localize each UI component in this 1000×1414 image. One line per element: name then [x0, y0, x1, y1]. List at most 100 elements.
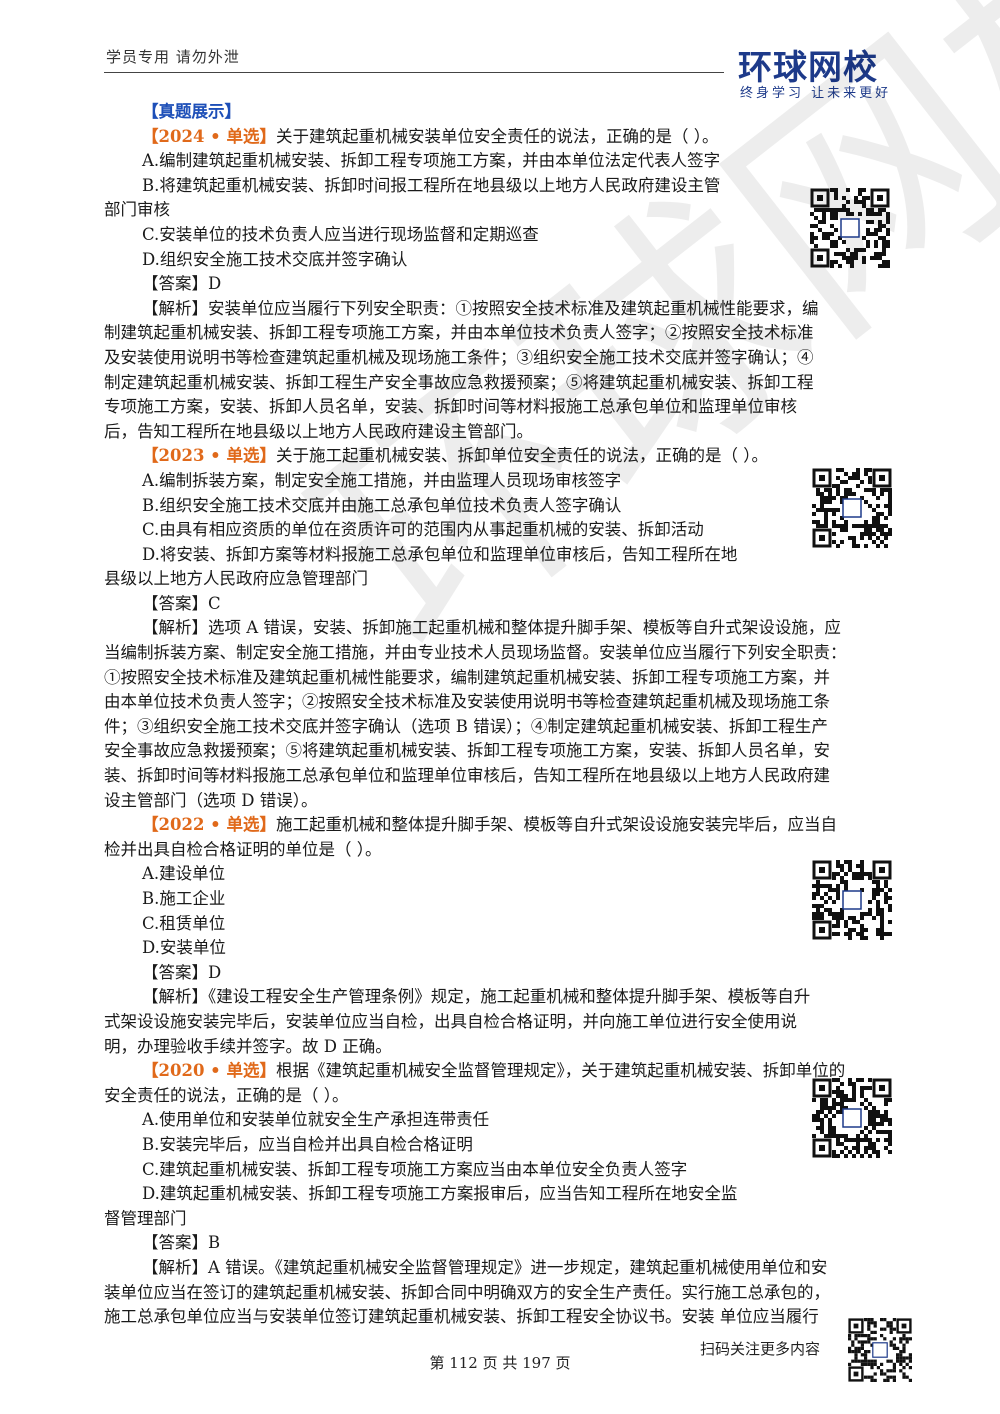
text-line: 装、拆卸时间等材料报施工总承包单位和监理单位审核后，告知工程所在地县级以上地方人…	[104, 764, 916, 789]
line-text: D.将安装、拆卸方案等材料报施工总承包单位和监理单位审核后，告知工程所在地	[142, 544, 738, 564]
line-text: D.建筑起重机械安装、拆卸工程专项施工方案报审后，应当告知工程所在地安全监	[142, 1184, 738, 1204]
line-text: 专项施工方案，安装、拆卸人员名单，安装、拆卸时间等材料报施工总承包单位和监理单位…	[104, 397, 797, 417]
text-line: B.安装完毕后，应当自检并出具自检合格证明	[104, 1133, 916, 1158]
qr-code-icon[interactable]	[848, 1318, 912, 1382]
line-text: B.安装完毕后，应当自检并出具自检合格证明	[142, 1134, 473, 1154]
question-stem: 【2022 • 单选】施工起重机械和整体提升脚手架、模板等自升式架设设施安装完毕…	[104, 813, 916, 838]
text-line: 【解析】《建设工程安全生产管理条例》规定，施工起重机械和整体提升脚手架、模板等自…	[104, 985, 916, 1010]
line-text: C.由具有相应资质的单位在资质许可的范围内从事起重机械的安装、拆卸活动	[142, 520, 704, 540]
line-text: 设主管部门（选项 D 错误）。	[104, 790, 318, 810]
header-notice: 学员专用 请勿外泄	[106, 48, 240, 66]
text-line: A.建设单位	[104, 862, 916, 887]
question-lines: 【2024 • 单选】关于建筑起重机械安装单位安全责任的说法，正确的是（ ）。A…	[104, 125, 916, 1330]
question-stem: 【2023 • 单选】关于施工起重机械安装、拆卸单位安全责任的说法，正确的是（ …	[104, 444, 916, 469]
line-text: 督管理部门	[104, 1208, 187, 1228]
question-stem: 【2024 • 单选】关于建筑起重机械安装单位安全责任的说法，正确的是（ ）。	[104, 125, 916, 150]
text-line: B.施工企业	[104, 887, 916, 912]
brand-logo: 环球网校 终身学习 让未来更好	[738, 40, 918, 101]
line-text: 装、拆卸时间等材料报施工总承包单位和监理单位审核后，告知工程所在地县级以上地方人…	[104, 766, 830, 786]
question-year-tag: 【2023 • 单选】	[142, 446, 276, 466]
line-text: D.安装单位	[142, 938, 226, 958]
text-line: 安全事故应急救援预案；⑤将建筑起重机械安装、拆卸工程专项施工方案，安装、拆卸人员…	[104, 739, 916, 764]
line-text: 施工总承包单位应当与安装单位签订建筑起重机械安装、拆卸工程安全协议书。安装 单位…	[104, 1307, 819, 1327]
text-line: D.组织安全施工技术交底并签字确认	[104, 248, 916, 273]
line-text: 当编制拆装方案、制定安全施工措施，并由专业技术人员现场监督。安装单位应当履行下列…	[104, 643, 847, 663]
text-line: 施工总承包单位应当与安装单位签订建筑起重机械安装、拆卸工程安全协议书。安装 单位…	[104, 1305, 916, 1330]
text-line: D.建筑起重机械安装、拆卸工程专项施工方案报审后，应当告知工程所在地安全监	[104, 1182, 916, 1207]
qr-code-icon[interactable]	[812, 1078, 892, 1158]
qr-code-icon[interactable]	[812, 468, 892, 548]
line-text: 【答案】C	[142, 593, 221, 613]
header-divider	[104, 72, 724, 73]
text-line: 专项施工方案，安装、拆卸人员名单，安装、拆卸时间等材料报施工总承包单位和监理单位…	[104, 395, 916, 420]
text-line: 制定建筑起重机械安装、拆卸工程生产安全事故应急救援预案；⑤将建筑起重机械安装、拆…	[104, 371, 916, 396]
line-text: 明，办理验收手续并签字。故 D 正确。	[104, 1036, 392, 1056]
line-text: C.建筑起重机械安装、拆卸工程专项施工方案应当由本单位安全负责人签字	[142, 1159, 688, 1179]
line-text: 由本单位技术负责人签字；②按照安全技术标准及安装使用说明书等检查建筑起重机械及现…	[104, 692, 830, 712]
line-text: A.建设单位	[142, 864, 226, 884]
text-line: D.将安装、拆卸方案等材料报施工总承包单位和监理单位审核后，告知工程所在地	[104, 543, 916, 568]
question-year-tag: 【2024 • 单选】	[142, 126, 276, 146]
text-line: ①按照安全技术标准及建筑起重机械性能要求，编制建筑起重机械安装、拆卸工程专项施工…	[104, 666, 916, 691]
page-header: 学员专用 请勿外泄 环球网校 终身学习 让未来更好	[0, 0, 1000, 110]
text-line: C.安装单位的技术负责人应当进行现场监督和定期巡查	[104, 223, 916, 248]
text-line: 【解析】A 错误。《建筑起重机械安全监督管理规定》进一步规定，建筑起重机械使用单…	[104, 1256, 916, 1281]
line-text: C.安装单位的技术负责人应当进行现场监督和定期巡查	[142, 224, 539, 244]
line-text: 根据《建筑起重机械安全监督管理规定》，关于建筑起重机械安装、拆卸单位的	[275, 1061, 846, 1081]
text-line: C.建筑起重机械安装、拆卸工程专项施工方案应当由本单位安全负责人签字	[104, 1158, 916, 1183]
text-line: B.将建筑起重机械安装、拆卸时间报工程所在地县级以上地方人民政府建设主管	[104, 174, 916, 199]
line-text: B.施工企业	[142, 889, 226, 908]
text-line: 明，办理验收手续并签字。故 D 正确。	[104, 1035, 916, 1060]
text-line: 【答案】D	[104, 961, 916, 986]
text-line: 制建筑起重机械安装、拆卸工程专项施工方案，并由本单位技术负责人签字；②按照安全技…	[104, 321, 916, 346]
text-line: 件；③组织安全施工技术交底并签字确认（选项 B 错误）；④制定建筑起重机械安装、…	[104, 715, 916, 740]
scan-prompt: 扫码关注更多内容	[700, 1340, 821, 1358]
line-text: 【解析】选项 A 错误，安装、拆卸施工起重机械和整体提升脚手架、模板等自升式架设…	[142, 618, 841, 638]
line-text: 制定建筑起重机械安装、拆卸工程生产安全事故应急救援预案；⑤将建筑起重机械安装、拆…	[104, 372, 814, 392]
line-text: 装单位应当在签订的建筑起重机械安装、拆卸合同中明确双方的安全生产责任。实行施工总…	[104, 1282, 830, 1302]
line-text: 件；③组织安全施工技术交底并签字确认（选项 B 错误）；④制定建筑起重机械安装、…	[104, 716, 828, 736]
logo-title: 环球网校	[738, 48, 878, 88]
line-text: B.组织安全施工技术交底并由施工总承包单位技术负责人签字确认	[142, 495, 622, 515]
line-text: C.租赁单位	[142, 913, 226, 933]
document-body: 【真题展示】 【2024 • 单选】关于建筑起重机械安装单位安全责任的说法，正确…	[104, 100, 916, 1330]
text-line: B.组织安全施工技术交底并由施工总承包单位技术负责人签字确认	[104, 494, 916, 519]
line-text: A.使用单位和安装单位就安全生产承担连带责任	[142, 1110, 490, 1130]
qr-code-icon[interactable]	[810, 188, 890, 268]
line-text: 【解析】A 错误。《建筑起重机械安全监督管理规定》进一步规定，建筑起重机械使用单…	[142, 1257, 828, 1277]
line-text: A.编制建筑起重机械安装、拆卸工程专项施工方案，并由本单位法定代表人签字	[142, 151, 721, 171]
text-line: 后，告知工程所在地县级以上地方人民政府建设主管部门。	[104, 420, 916, 445]
text-line: 当编制拆装方案、制定安全施工措施，并由专业技术人员现场监督。安装单位应当履行下列…	[104, 641, 916, 666]
line-text: 式架设设施安装完毕后，安装单位应当自检，出具自检合格证明，并向施工单位进行安全使…	[104, 1011, 797, 1031]
text-line: 【答案】D	[104, 272, 916, 297]
text-line: 检并出具自检合格证明的单位是（ ）。	[104, 838, 916, 863]
qr-code-icon[interactable]	[812, 860, 892, 940]
section-title: 【真题展示】	[142, 102, 241, 121]
line-text: 施工起重机械和整体提升脚手架、模板等自升式架设设施安装完毕后，应当自	[275, 815, 837, 835]
question-year-tag: 【2020 • 单选】	[142, 1061, 276, 1081]
line-text: 县级以上地方人民政府应急管理部门	[104, 569, 368, 589]
line-text: 关于建筑起重机械安装单位安全责任的说法，正确的是（ ）。	[275, 126, 719, 146]
text-line: C.租赁单位	[104, 912, 916, 937]
line-text: 【解析】安装单位应当履行下列安全职责：①按照安全技术标准及建筑起重机械性能要求，…	[142, 298, 819, 318]
line-text: 制建筑起重机械安装、拆卸工程专项施工方案，并由本单位技术负责人签字；②按照安全技…	[104, 323, 814, 343]
text-line: 督管理部门	[104, 1207, 916, 1232]
text-line: 安全责任的说法，正确的是（ ）。	[104, 1084, 916, 1109]
text-line: 【解析】安装单位应当履行下列安全职责：①按照安全技术标准及建筑起重机械性能要求，…	[104, 297, 916, 322]
question-year-tag: 【2022 • 单选】	[142, 815, 276, 835]
logo-slogan: 终身学习 让未来更好	[740, 86, 892, 101]
line-text: ①按照安全技术标准及建筑起重机械性能要求，编制建筑起重机械安装、拆卸工程专项施工…	[104, 667, 830, 687]
line-text: D.组织安全施工技术交底并签字确认	[142, 249, 408, 269]
text-line: 式架设设施安装完毕后，安装单位应当自检，出具自检合格证明，并向施工单位进行安全使…	[104, 1010, 916, 1035]
line-text: A.编制拆装方案，制定安全施工措施，并由监理人员现场审核签字	[142, 470, 622, 490]
line-text: 【答案】B	[142, 1233, 221, 1253]
line-text: 【答案】D	[142, 962, 222, 982]
line-text: 安全事故应急救援预案；⑤将建筑起重机械安装、拆卸工程专项施工方案，安装、拆卸人员…	[104, 741, 830, 761]
line-text: 安全责任的说法，正确的是（ ）。	[104, 1085, 349, 1105]
text-line: D.安装单位	[104, 936, 916, 961]
text-line: 设主管部门（选项 D 错误）。	[104, 789, 916, 814]
text-line: 【答案】B	[104, 1231, 916, 1256]
line-text: 【答案】D	[142, 274, 222, 294]
text-line: 【答案】C	[104, 592, 916, 617]
text-line: A.使用单位和安装单位就安全生产承担连带责任	[104, 1108, 916, 1133]
